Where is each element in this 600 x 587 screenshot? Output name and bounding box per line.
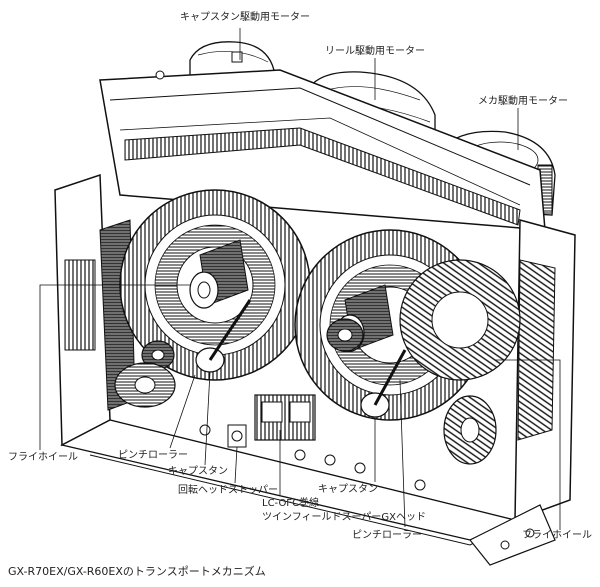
screws xyxy=(155,70,426,491)
chassis xyxy=(54,69,576,566)
label-reel-motor: リール駆動用モーター xyxy=(325,46,425,57)
label-capstan-right: キャプスタン xyxy=(318,484,378,495)
label-lc-ofc-line2: ツインフィールドスーパーGXヘッド xyxy=(262,512,426,523)
right-capstan xyxy=(360,349,407,418)
label-mecha-motor: メカ駆動用モーター xyxy=(478,96,568,107)
right-pinch-roller xyxy=(326,318,364,352)
head-assembly xyxy=(254,394,316,441)
leader-lines xyxy=(39,28,561,530)
label-pinch-roller-left: ピンチローラー xyxy=(118,450,188,461)
label-capstan-motor: キャプスタン駆動用モーター xyxy=(180,12,310,23)
label-flywheel-right: フライホイール xyxy=(522,530,592,541)
left-reel-spindle xyxy=(189,239,249,309)
label-capstan-left: キャプスタン xyxy=(168,466,228,477)
label-flywheel-left: フライホイール xyxy=(8,452,78,463)
head-stopper xyxy=(227,424,247,448)
label-head-stopper: 回転ヘッドストッパー xyxy=(178,485,278,496)
left-flywheel xyxy=(114,362,176,408)
label-pinch-roller-right: ピンチローラー xyxy=(352,530,422,541)
label-lc-ofc-line1: LC-OFC巻線 xyxy=(262,498,320,509)
figure-caption: GX-R70EX/GX-R60EXのトランスポートメカニズム xyxy=(8,565,266,578)
right-flywheel xyxy=(443,395,497,465)
right-drive-gear xyxy=(399,259,521,381)
